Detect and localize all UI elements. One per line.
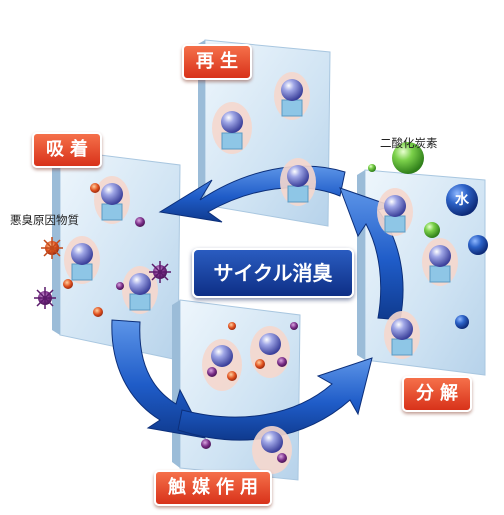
co2-ball-large [392, 142, 424, 174]
co2-balls [368, 142, 440, 238]
odor-particles [34, 183, 171, 317]
stage-label-regeneration: 再生 [182, 44, 252, 80]
water-ball-large [446, 184, 478, 216]
odor-substance-label: 悪臭原因物質 [10, 213, 79, 227]
cycle-center-title: サイクル消臭 [192, 248, 354, 298]
water-balls [446, 184, 488, 329]
stage-label-adsorption: 吸着 [32, 132, 102, 168]
odor-particle-spiky [34, 287, 56, 309]
water-label: 水 [455, 192, 469, 208]
decomposition-molecules [377, 188, 458, 359]
catalysis-molecules [201, 322, 298, 474]
stage-label-catalysis: 触媒作用 [154, 470, 272, 506]
regeneration-molecules [212, 72, 316, 206]
arrow-right [339, 187, 404, 321]
arrow-left [111, 319, 206, 439]
stage-label-decomposition: 分解 [402, 376, 472, 412]
adsorption-molecules [64, 176, 158, 314]
arrow-bottom [177, 357, 373, 441]
odor-particle-spiky [41, 237, 63, 259]
odor-particle-spiky [149, 261, 171, 283]
carbon-dioxide-label: 二酸化炭素 [380, 136, 438, 150]
